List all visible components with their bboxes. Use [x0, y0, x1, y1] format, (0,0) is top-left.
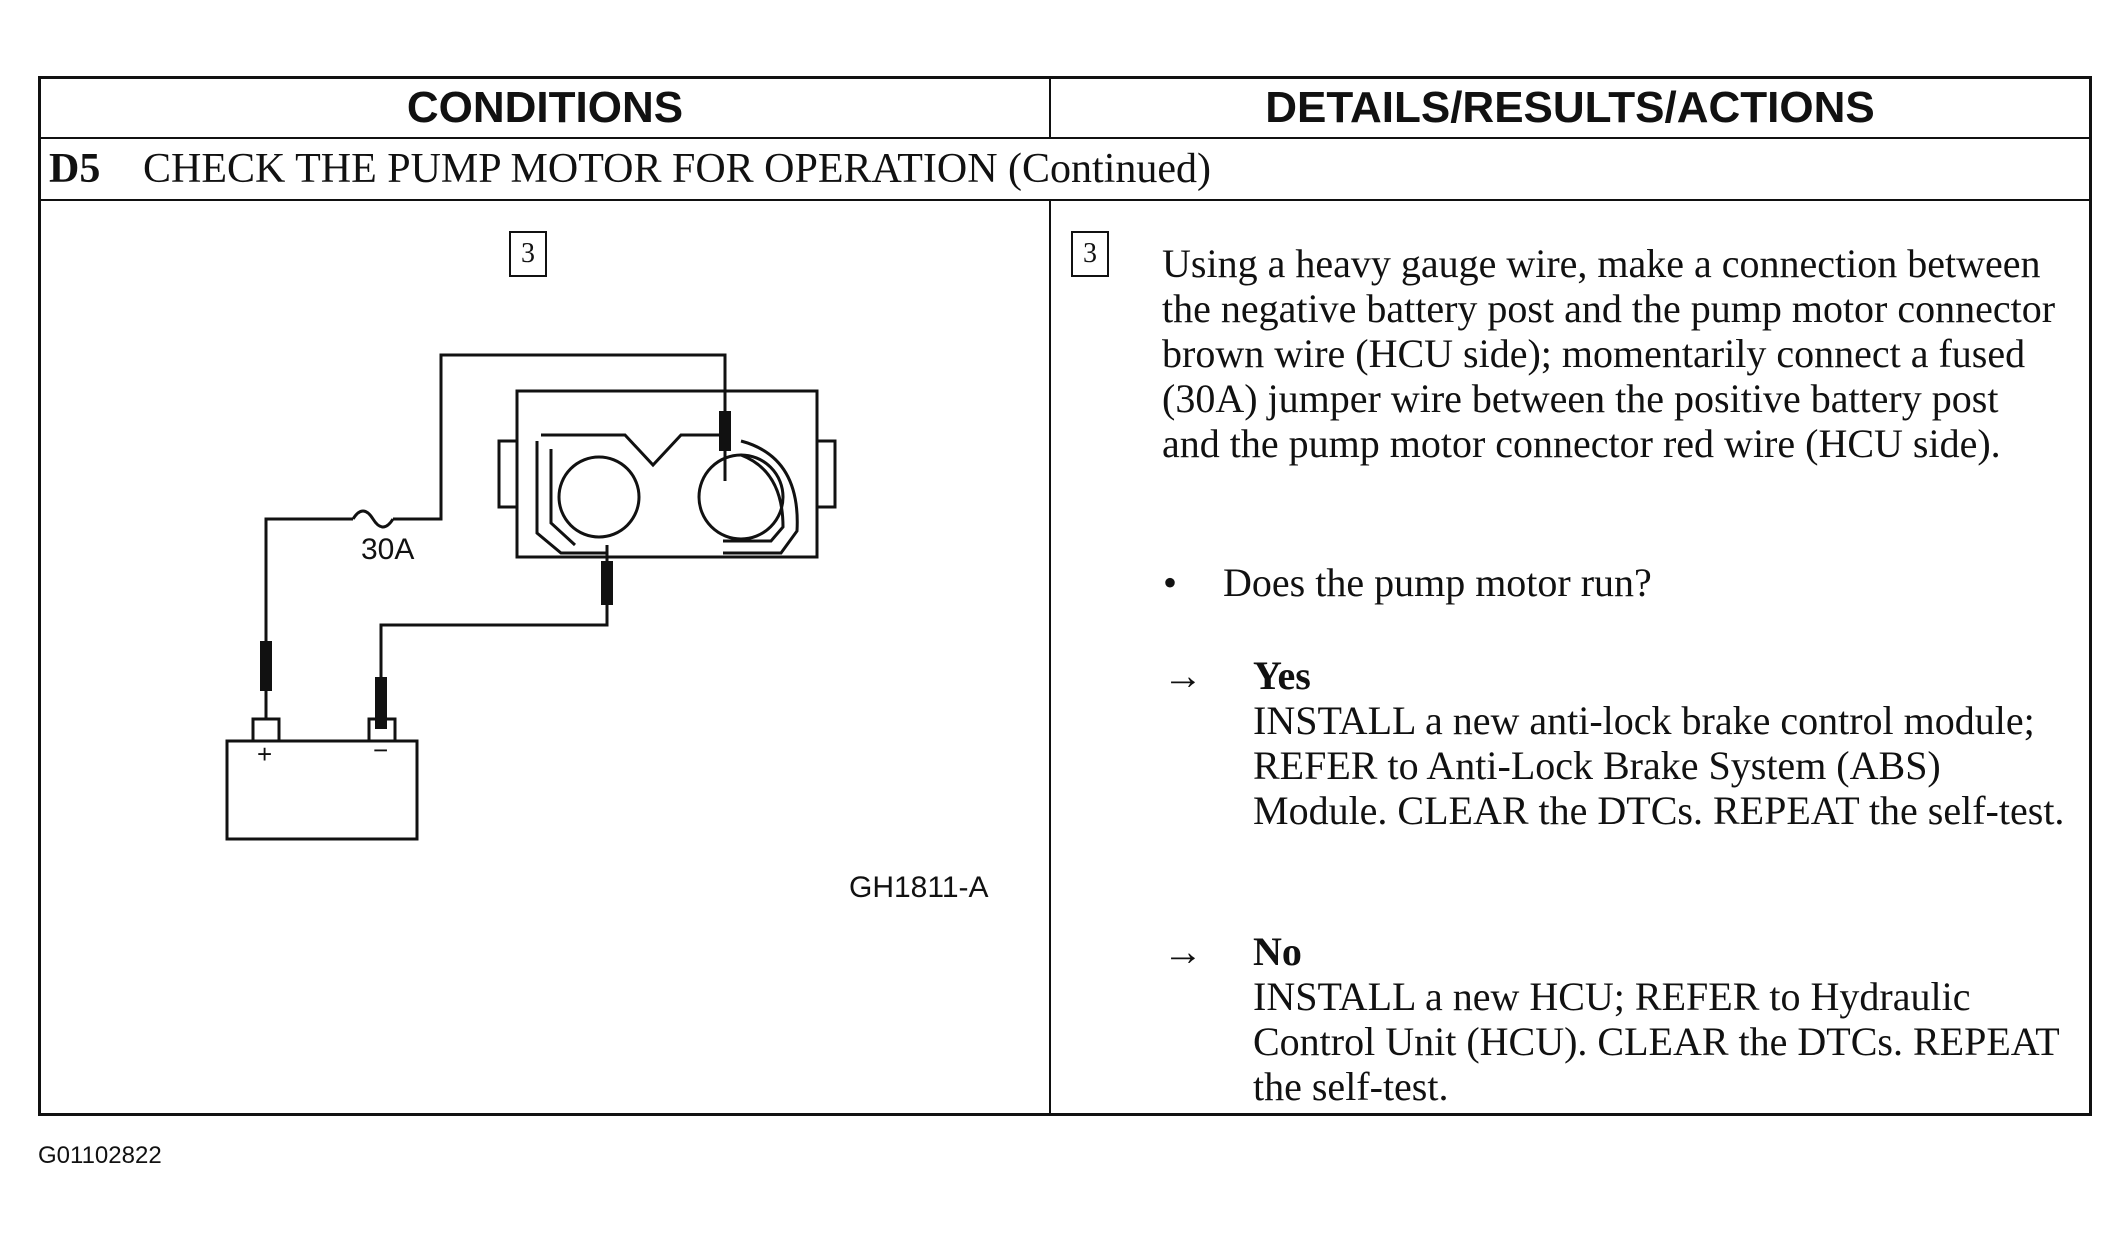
step-row: D5 CHECK THE PUMP MOTOR FOR OPERATION (C… [41, 139, 2089, 201]
instruction-text: Using a heavy gauge wire, make a connect… [1162, 241, 2056, 466]
question-item: • Does the pump motor run? [1163, 559, 1652, 606]
step-marker-right: 3 [1071, 231, 1109, 277]
conditions-header: CONDITIONS [41, 79, 1051, 139]
wiring-diagram [225, 353, 837, 841]
step-number: D5 [49, 146, 101, 192]
fuse-label: 30A [361, 533, 415, 566]
yes-action: INSTALL a new anti-lock brake control mo… [1253, 698, 2065, 833]
step-marker-left: 3 [509, 231, 547, 277]
question-text: Does the pump motor run? [1223, 560, 1652, 605]
battery-positive-post [251, 717, 281, 743]
battery-positive-label: + [257, 739, 273, 769]
bullet-icon: • [1163, 560, 1178, 605]
brown-clip [719, 411, 731, 451]
negative-clip [375, 677, 387, 729]
document-code: G01102822 [38, 1142, 162, 1169]
positive-wire [264, 517, 353, 641]
battery-body [225, 739, 419, 841]
conditions-cell: 3 [41, 201, 1051, 1113]
battery-negative-label: − [373, 735, 389, 765]
negative-wire [379, 601, 609, 681]
step-title: CHECK THE PUMP MOTOR FOR OPERATION (Cont… [143, 146, 1211, 192]
ground-wire [393, 353, 727, 521]
positive-clip [260, 641, 272, 691]
details-cell: 3 Using a heavy gauge wire, make a conne… [1051, 201, 2089, 1113]
figure-code: GH1811-A [849, 871, 989, 904]
no-label: No [1253, 929, 1302, 974]
arrow-right-icon: → [1163, 929, 1203, 974]
yes-label: Yes [1253, 653, 1311, 698]
arrow-right-icon: → [1163, 653, 1203, 698]
no-action: INSTALL a new HCU; REFER to Hydraulic Co… [1253, 974, 2059, 1109]
details-header: DETAILS/RESULTS/ACTIONS [1051, 79, 2089, 139]
red-clip [601, 561, 613, 605]
fuse-symbol [351, 509, 395, 529]
procedure-table: CONDITIONS DETAILS/RESULTS/ACTIONS D5 CH… [38, 76, 2092, 1116]
